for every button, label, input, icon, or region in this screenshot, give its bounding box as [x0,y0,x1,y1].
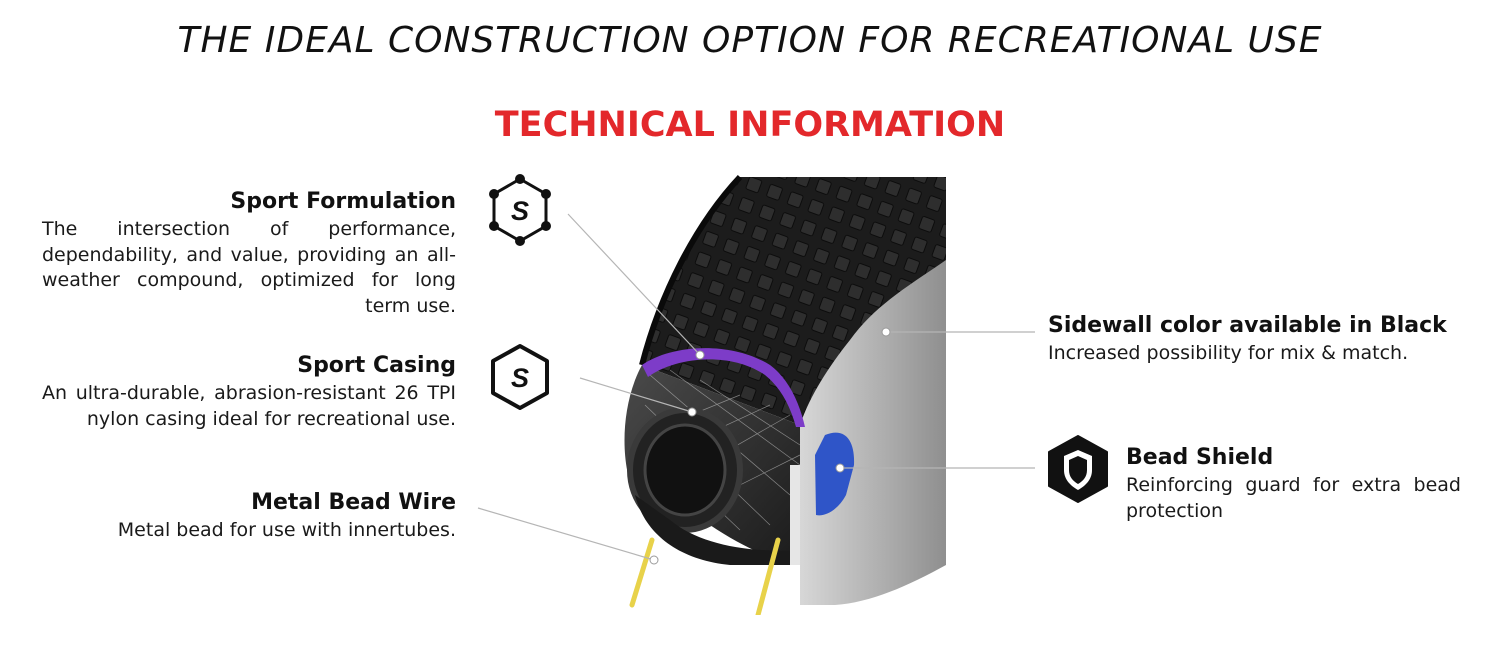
icon-letter: S [511,363,529,393]
feature-sidewall-color: Sidewall color available in Black Increa… [1048,313,1468,367]
feature-description: Metal bead for use with innertubes. [117,519,456,541]
shield-icon [1048,435,1108,503]
feature-metal-bead-wire: Metal Bead Wire Metal bead for use with … [42,490,456,544]
bead-wire-right [755,537,781,615]
tire-cutaway-diagram [624,174,946,615]
feature-title: Sidewall color available in Black [1048,313,1447,338]
feature-title: Metal Bead Wire [251,490,456,515]
feature-description: The intersection of performance, dependa… [42,218,456,317]
section-title: TECHNICAL INFORMATION [494,105,1006,145]
tread [642,177,946,425]
feature-description: Increased possibility for mix & match. [1048,342,1409,364]
bead-shield-strip [815,432,855,516]
hexagon-molecule-s-icon: S [489,174,551,246]
icon-letter: S [511,196,529,226]
feature-sport-casing: Sport Casing An ultra-durable, abrasion-… [42,353,456,432]
compound-band [642,348,805,427]
feature-title: Sport Casing [297,353,456,378]
feature-bead-shield: Bead Shield Reinforcing guard for extra … [1126,445,1461,524]
feature-description: Reinforcing guard for extra bead protect… [1126,474,1461,522]
bead-wire-left [629,537,655,608]
feature-description: An ultra-durable, abrasion-resistant 26 … [42,382,456,430]
hexagon-s-icon: S [491,344,549,410]
feature-sport-formulation: Sport Formulation The intersection of pe… [42,189,456,319]
main-title: THE IDEAL CONSTRUCTION OPTION FOR RECREA… [177,20,1323,61]
feature-title: Sport Formulation [230,189,456,214]
feature-title: Bead Shield [1126,445,1274,470]
